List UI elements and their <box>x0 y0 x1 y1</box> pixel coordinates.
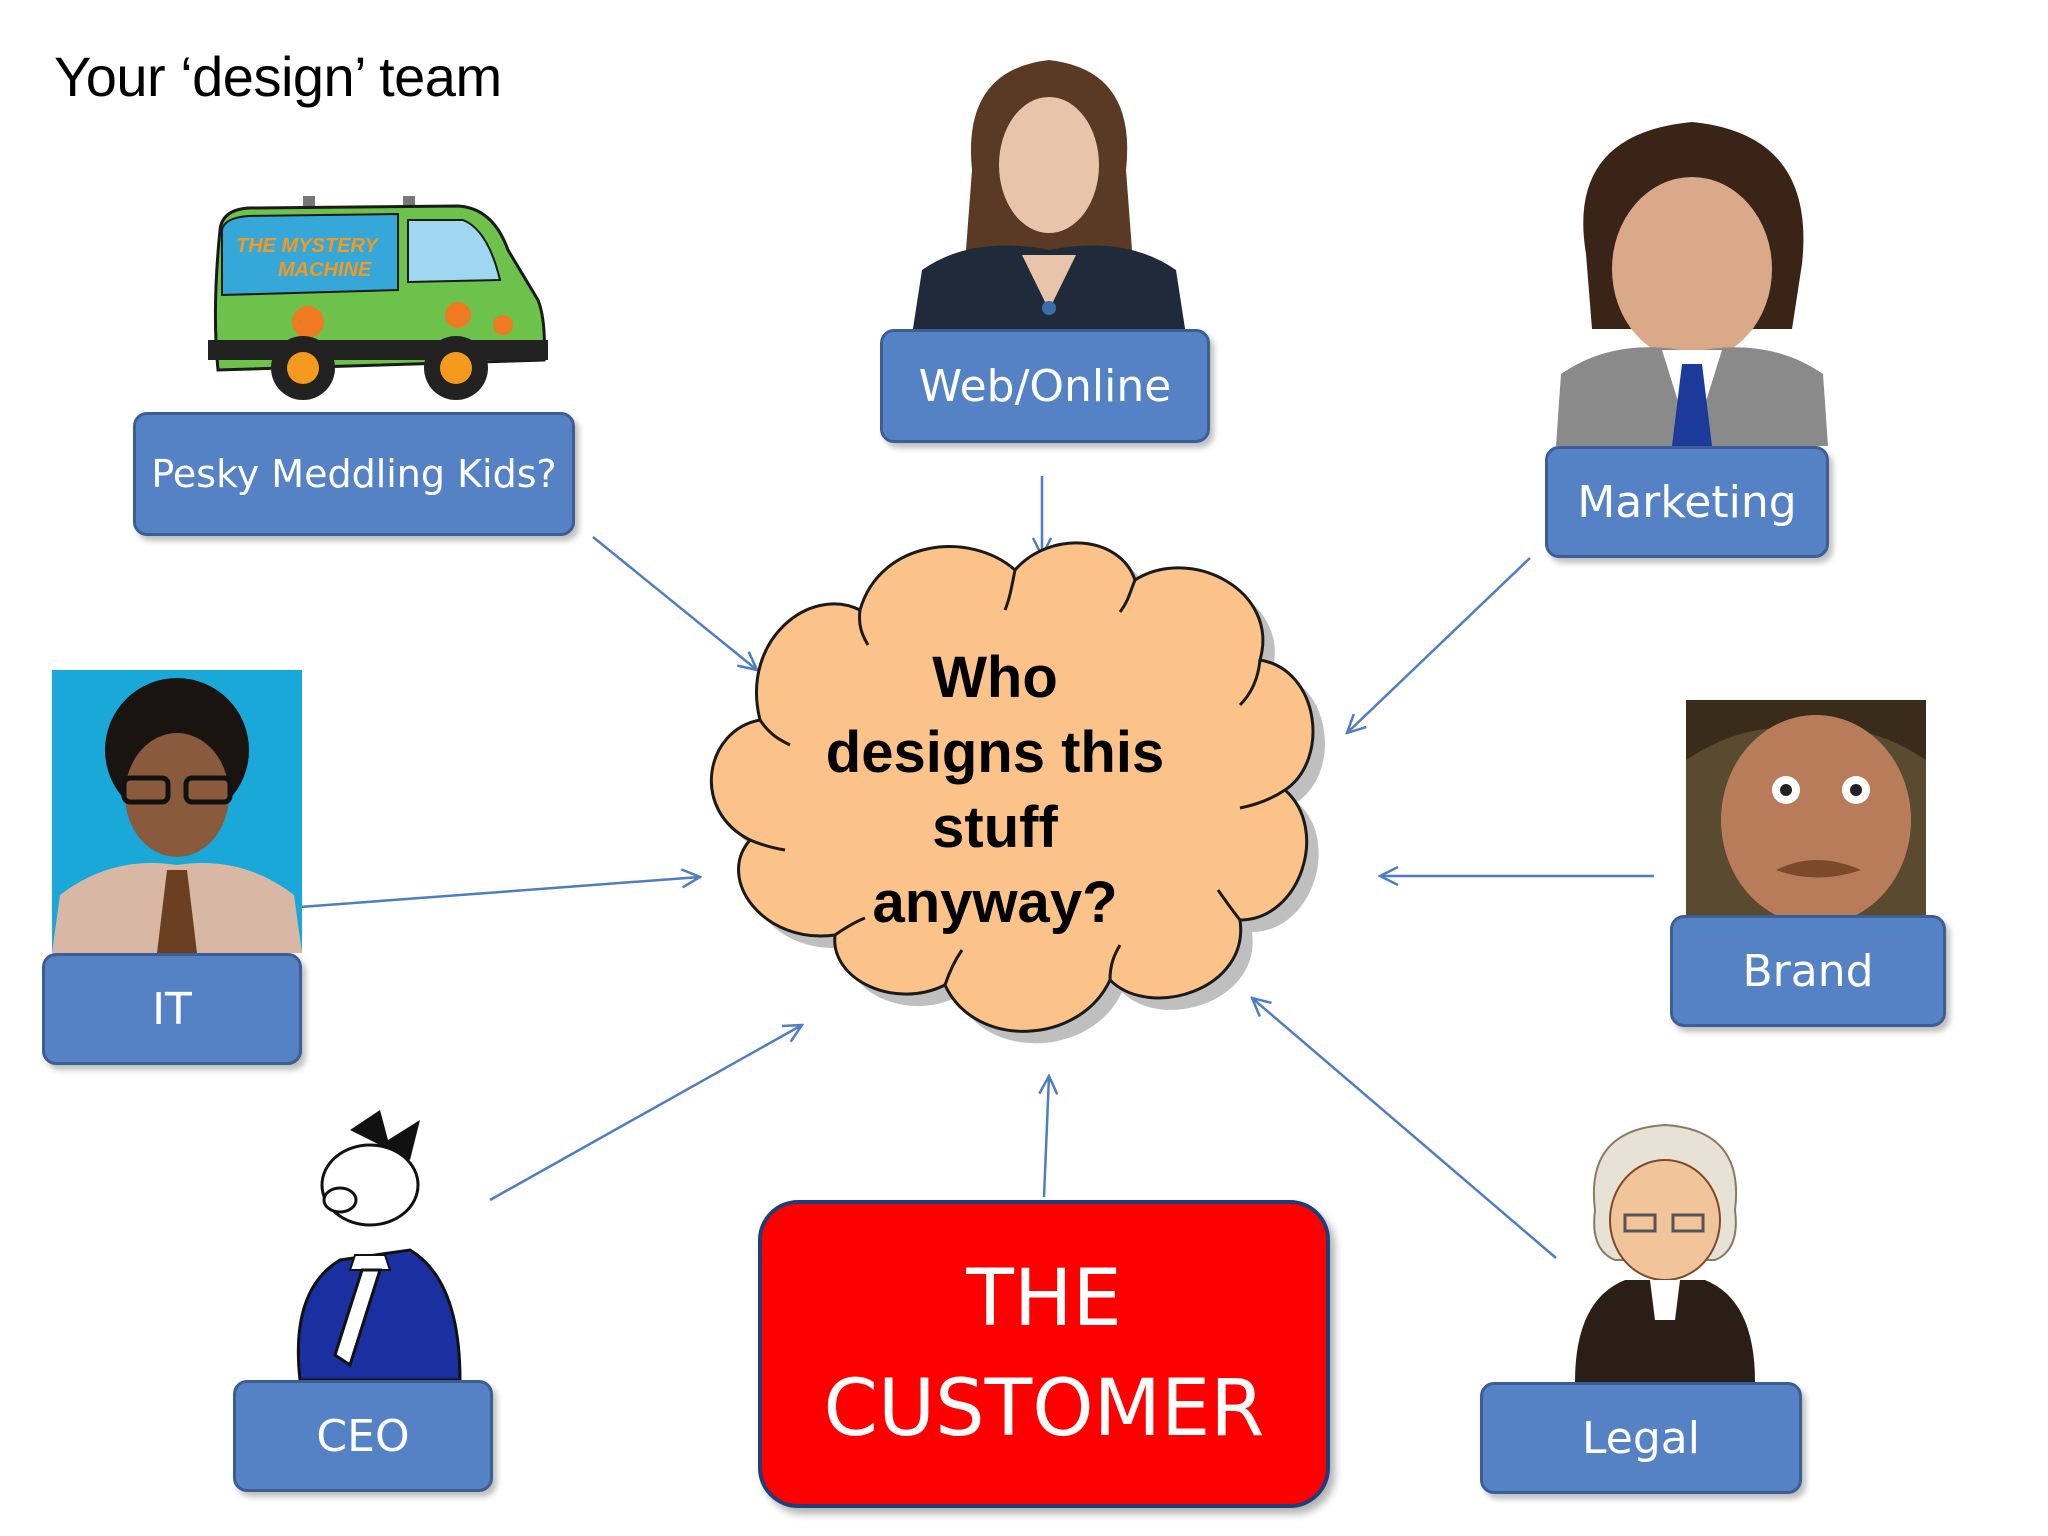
mystery-machine-van-image: THE MYSTERY MACHINE <box>208 196 548 400</box>
cloud-line-1: Who <box>932 645 1058 710</box>
web-online-person-image <box>912 50 1186 335</box>
label-pesky-meddling-kids: Pesky Meddling Kids? <box>133 412 575 536</box>
label-marketing: Marketing <box>1545 446 1829 558</box>
cloud-line-4: anyway? <box>872 870 1118 935</box>
legal-cartoon-image <box>1575 1123 1755 1382</box>
label-brand: Brand <box>1670 915 1946 1027</box>
customer-line-2: CUSTOMER <box>823 1364 1265 1454</box>
arrow-marketing <box>1347 557 1531 733</box>
cloud-question: Who designs this stuff anyway? <box>760 640 1230 940</box>
label-web-online: Web/Online <box>880 329 1210 443</box>
cloud-line-3: stuff <box>932 795 1058 860</box>
thought-cloud <box>709 541 1315 1033</box>
van-logo-line1: THE MYSTERY <box>236 235 380 257</box>
marketing-person-image <box>1556 114 1828 446</box>
label-it: IT <box>42 953 302 1065</box>
arrow-customer <box>1044 1076 1049 1198</box>
van-logo-line2: MACHINE <box>278 259 372 281</box>
customer-line-1: THE <box>966 1254 1122 1344</box>
arrow-it <box>299 877 700 909</box>
brand-person-image <box>1686 700 1926 915</box>
cloud-line-2: designs this <box>825 720 1165 785</box>
page-title: Your ‘design’ team <box>54 45 502 108</box>
arrow-legal <box>1252 998 1557 1259</box>
ceo-cartoon-image <box>296 1110 462 1380</box>
label-legal: Legal <box>1480 1382 1802 1494</box>
arrow-kids <box>592 536 757 670</box>
arrow-ceo <box>489 1025 802 1202</box>
it-person-image <box>52 670 302 953</box>
label-ceo: CEO <box>233 1380 493 1492</box>
the-customer-box: THE CUSTOMER <box>758 1200 1330 1508</box>
